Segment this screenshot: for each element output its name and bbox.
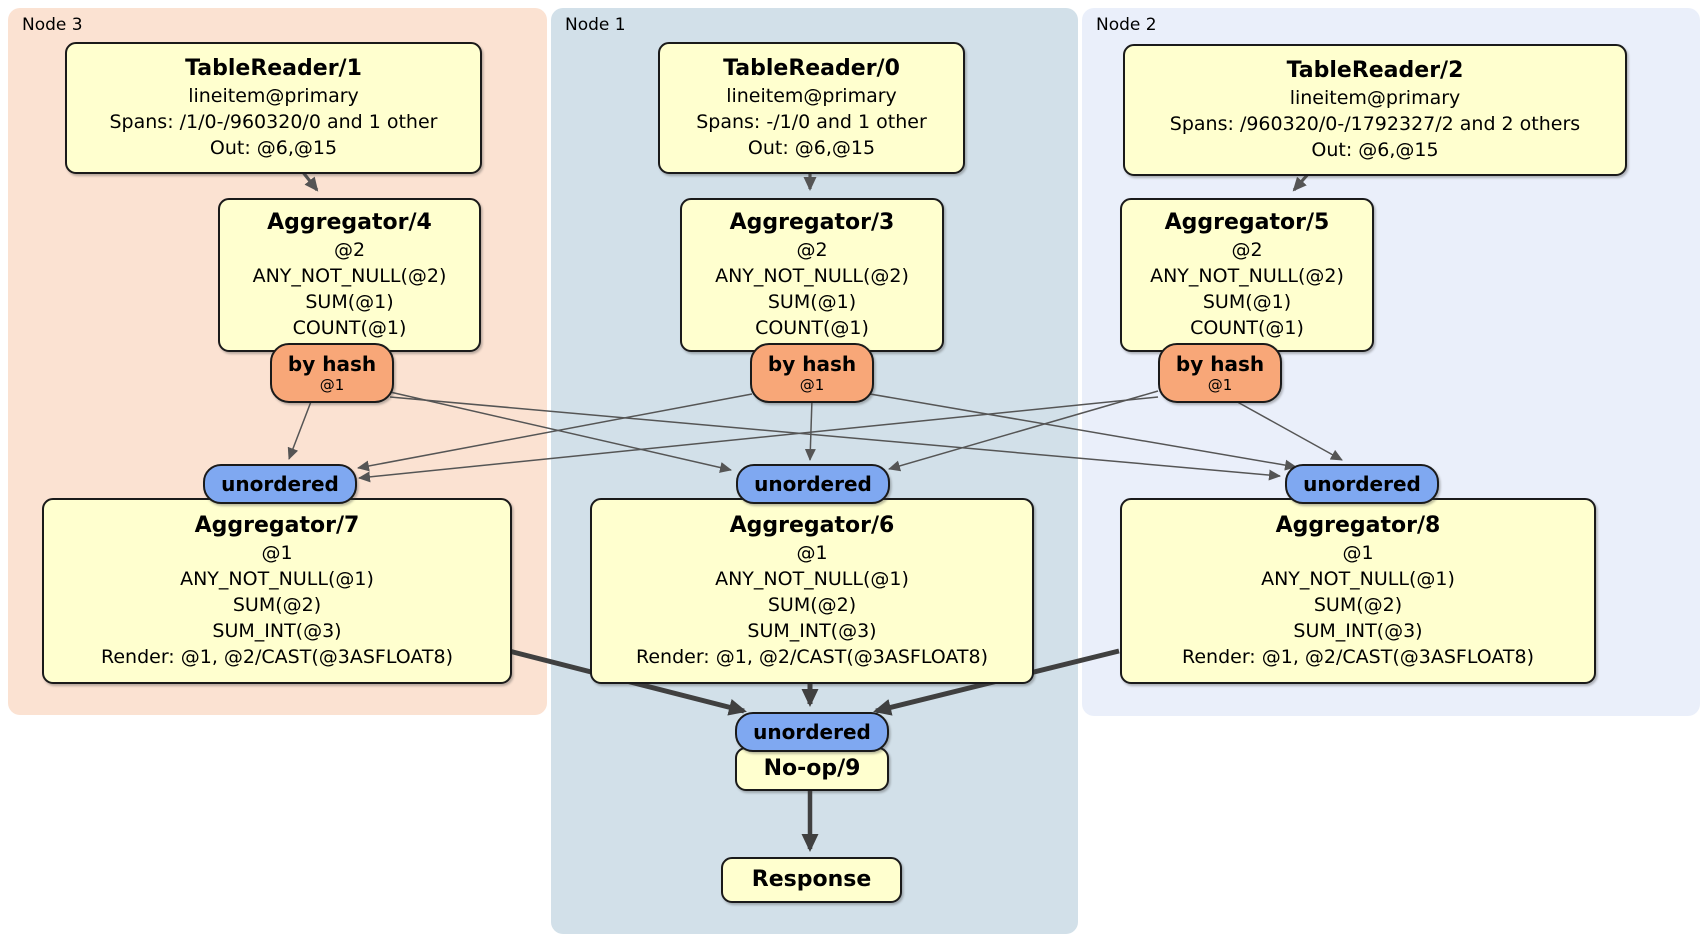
router-byhash-aggregator5: by hash @1 (1158, 343, 1282, 403)
edge-byhash4-unordered8 (389, 396, 1281, 481)
stream-unordered-aggregator8: unordered (1285, 464, 1439, 504)
edge-byhash4-unordered6 (389, 391, 732, 473)
processor-detail: Spans: -/1/0 and 1 other (696, 111, 927, 133)
processor-detail: SUM(@1) (1202, 291, 1292, 313)
processor-aggregator-5: Aggregator/5 @2 ANY_NOT_NULL(@2) SUM(@1)… (1120, 198, 1374, 352)
processor-detail: @2 (333, 239, 366, 261)
processor-title: TableReader/1 (185, 56, 362, 81)
processor-detail: @1 (796, 542, 828, 564)
processor-title: Aggregator/4 (267, 210, 432, 235)
edge-byhash3-unordered7 (357, 393, 753, 472)
processor-tablereader-0: TableReader/0 lineitem@primary Spans: -/… (658, 42, 965, 174)
processor-response: Response (721, 857, 902, 903)
processor-detail: @2 (1231, 239, 1263, 261)
processor-detail: lineitem@primary (188, 85, 359, 107)
edge-byhash5-unordered7 (358, 396, 1159, 483)
processor-detail: ANY_NOT_NULL(@1) (180, 568, 374, 590)
processor-detail: ANY_NOT_NULL(@2) (1150, 265, 1344, 287)
processor-title: TableReader/0 (723, 56, 900, 81)
processor-title: Aggregator/3 (729, 210, 895, 235)
processor-title: Aggregator/7 (194, 513, 360, 538)
processor-detail: lineitem@primary (1289, 87, 1461, 109)
router-byhash-aggregator4: by hash @1 (270, 343, 394, 403)
processor-title: No-op/9 (763, 756, 861, 781)
processor-detail: COUNT(@1) (1190, 317, 1304, 339)
router-key: @1 (799, 375, 825, 394)
processor-detail: SUM(@2) (232, 594, 322, 616)
processor-detail: @1 (261, 542, 293, 564)
processor-detail: SUM(@1) (767, 291, 857, 313)
router-label: by hash (767, 351, 857, 376)
processor-detail: SUM(@2) (767, 594, 857, 616)
router-label: by hash (287, 351, 377, 376)
processor-aggregator-6: Aggregator/6 @1 ANY_NOT_NULL(@1) SUM(@2)… (590, 498, 1034, 684)
processor-aggregator-8: Aggregator/8 @1 ANY_NOT_NULL(@1) SUM(@2)… (1120, 498, 1596, 684)
edge-byhash3-unordered6 (804, 398, 816, 461)
processor-detail: @1 (1342, 542, 1374, 564)
processor-title: Response (751, 867, 872, 892)
processor-detail: SUM(@1) (305, 291, 394, 313)
edge-byhash5-unordered6 (888, 390, 1159, 472)
processor-detail: Out: @6,@15 (1311, 139, 1439, 161)
processor-detail: lineitem@primary (726, 85, 897, 107)
router-key: @1 (319, 375, 345, 394)
processor-detail: SUM_INT(@3) (747, 620, 877, 642)
stream-label: unordered (1303, 472, 1421, 496)
processor-detail: ANY_NOT_NULL(@1) (1261, 568, 1455, 590)
processor-noop-9: No-op/9 (735, 747, 889, 791)
processor-detail: Out: @6,@15 (209, 137, 338, 159)
stream-unordered-noop9: unordered (735, 712, 889, 752)
processor-detail: Render: @1, @2/CAST(@3ASFLOAT8) (101, 646, 453, 668)
processor-detail: Render: @1, @2/CAST(@3ASFLOAT8) (636, 646, 988, 668)
processor-title: TableReader/2 (1286, 58, 1464, 83)
stream-unordered-aggregator6: unordered (736, 464, 890, 504)
processor-detail: ANY_NOT_NULL(@2) (715, 265, 909, 287)
edge-tablereader1-aggregator4 (300, 170, 319, 192)
processor-aggregator-3: Aggregator/3 @2 ANY_NOT_NULL(@2) SUM(@1)… (680, 198, 944, 352)
processor-detail: Render: @1, @2/CAST(@3ASFLOAT8) (1182, 646, 1534, 668)
processor-title: Aggregator/6 (729, 513, 895, 538)
processor-detail: SUM_INT(@3) (212, 620, 342, 642)
processor-detail: Spans: /1/0-/960320/0 and 1 other (109, 111, 438, 133)
processor-aggregator-4: Aggregator/4 @2 ANY_NOT_NULL(@2) SUM(@1)… (218, 198, 481, 352)
router-byhash-aggregator3: by hash @1 (750, 343, 874, 403)
processor-detail: Out: @6,@15 (747, 137, 876, 159)
processor-detail: @2 (796, 239, 828, 261)
processor-tablereader-2: TableReader/2 lineitem@primary Spans: /9… (1123, 44, 1627, 176)
processor-detail: Spans: /960320/0-/1792327/2 and 2 others (1169, 113, 1581, 135)
processor-aggregator-7: Aggregator/7 @1 ANY_NOT_NULL(@1) SUM(@2)… (42, 498, 512, 684)
processor-detail: SUM(@2) (1313, 594, 1403, 616)
node-group-label: Node 1 (565, 15, 626, 35)
processor-detail: ANY_NOT_NULL(@1) (715, 568, 909, 590)
stream-label: unordered (754, 472, 872, 496)
processor-tablereader-1: TableReader/1 lineitem@primary Spans: /1… (65, 42, 482, 174)
processor-detail: COUNT(@1) (755, 317, 869, 339)
processor-detail: SUM_INT(@3) (1293, 620, 1423, 642)
router-key: @1 (1207, 375, 1233, 394)
node-group-label: Node 2 (1096, 15, 1157, 35)
edge-byhash4-unordered7 (287, 398, 313, 460)
stream-label: unordered (753, 720, 871, 744)
processor-title: Aggregator/5 (1164, 210, 1330, 235)
stream-unordered-aggregator7: unordered (203, 464, 357, 504)
processor-title: Aggregator/8 (1275, 513, 1441, 538)
edge-byhash3-unordered8 (869, 393, 1297, 471)
node-group-label: Node 3 (22, 15, 83, 35)
stream-label: unordered (221, 472, 339, 496)
edge-byhash5-unordered8 (1231, 398, 1343, 461)
processor-detail: COUNT(@1) (292, 317, 407, 339)
processor-detail: ANY_NOT_NULL(@2) (252, 265, 447, 287)
router-label: by hash (1175, 351, 1265, 376)
